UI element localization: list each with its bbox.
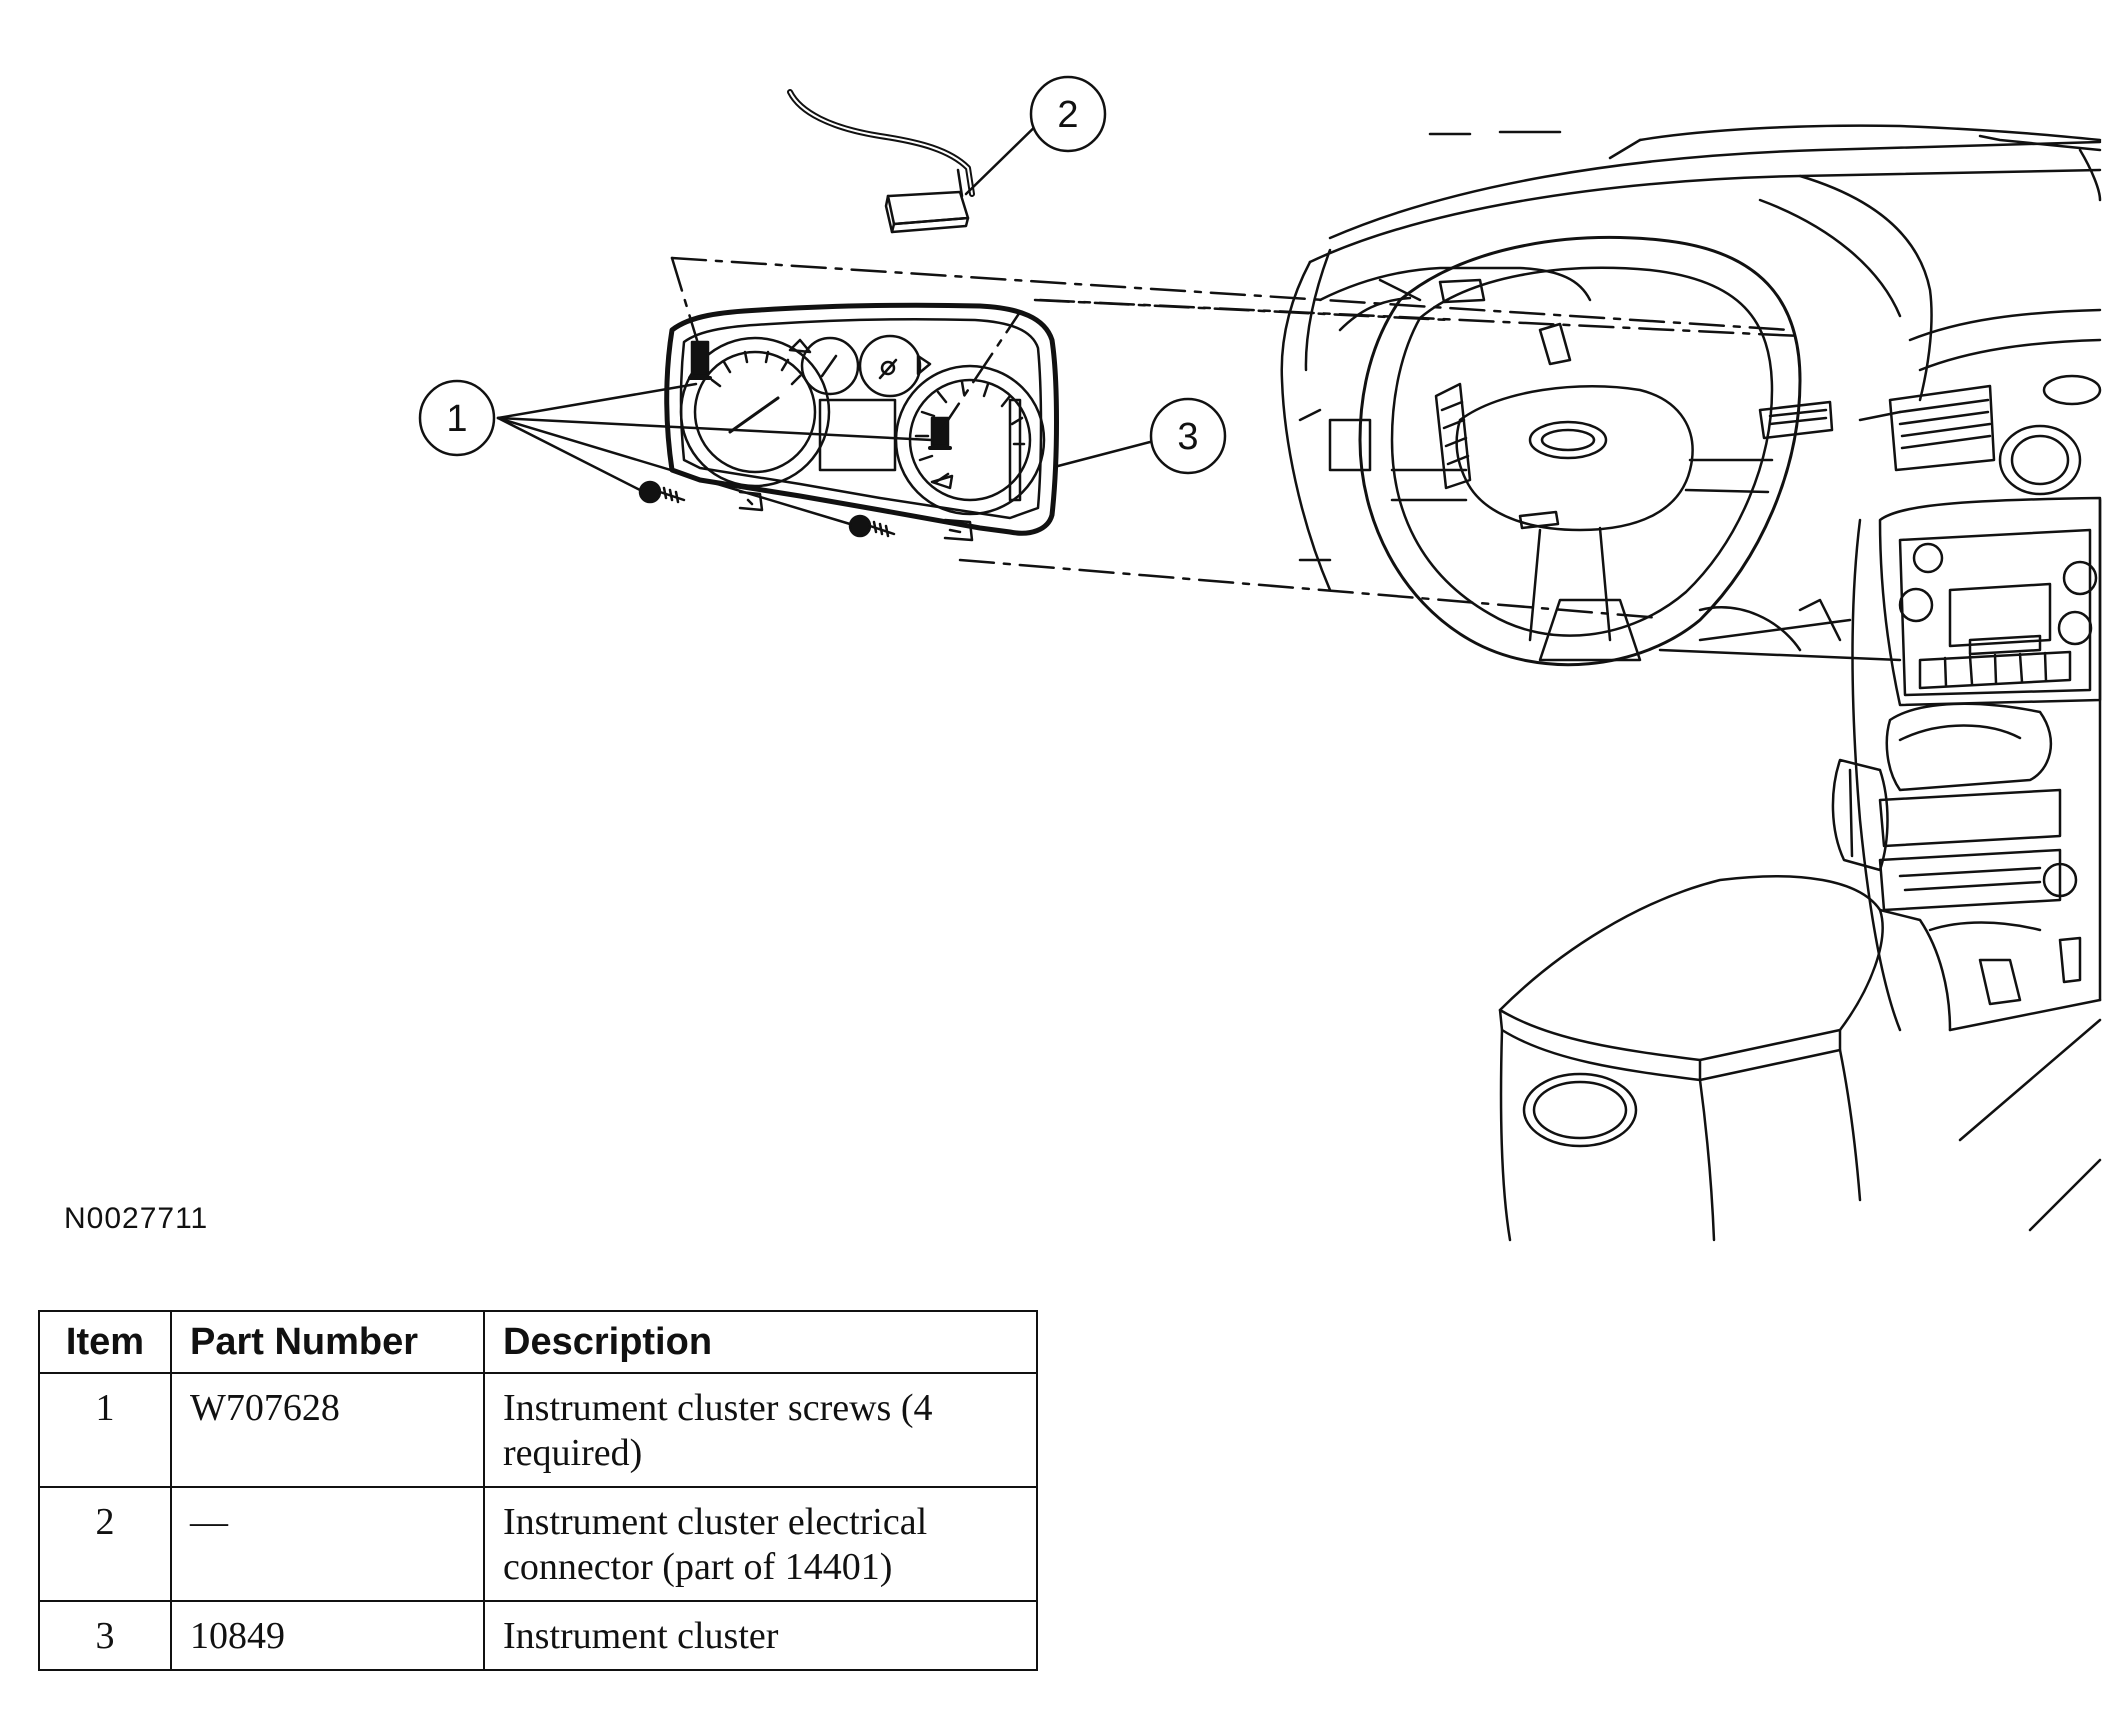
callout-3: 3 bbox=[1149, 397, 1227, 475]
callout-3-number: 3 bbox=[1177, 416, 1198, 458]
alignment-lines bbox=[670, 256, 1802, 620]
row-3-item: 3 bbox=[38, 1600, 172, 1671]
callout-2-number: 2 bbox=[1057, 94, 1078, 136]
table-row: 3 10849 Instrument cluster bbox=[38, 1600, 1038, 1671]
row-1-item: 1 bbox=[38, 1372, 172, 1488]
table-row: 1 W707628 Instrument cluster screws (4 r… bbox=[38, 1372, 1038, 1488]
callout-2: 2 bbox=[1029, 75, 1107, 153]
table-header-row: Item Part Number Description bbox=[38, 1310, 1038, 1374]
callout-1: 1 bbox=[418, 379, 496, 457]
parts-table: Item Part Number Description 1 W707628 I… bbox=[38, 1310, 1038, 1671]
figure-id: N0027711 bbox=[64, 1202, 209, 1235]
header-description: Description bbox=[483, 1310, 1038, 1374]
row-2-part-number: — bbox=[170, 1486, 485, 1602]
callout-1-number: 1 bbox=[446, 398, 467, 440]
exploded-view-diagram: 1 2 3 bbox=[418, 75, 2102, 1242]
table-row: 2 — Instrument cluster electrical connec… bbox=[38, 1486, 1038, 1602]
instrument-cluster bbox=[664, 302, 1059, 542]
header-part-number: Part Number bbox=[170, 1310, 485, 1374]
electrical-connector bbox=[787, 89, 975, 234]
row-2-description: Instrument cluster electrical connector … bbox=[483, 1486, 1038, 1602]
row-3-part-number: 10849 bbox=[170, 1600, 485, 1671]
row-1-description: Instrument cluster screws (4 required) bbox=[483, 1372, 1038, 1488]
dashboard-illustration bbox=[1280, 124, 2102, 1242]
header-item: Item bbox=[38, 1310, 172, 1374]
row-2-item: 2 bbox=[38, 1486, 172, 1602]
row-1-part-number: W707628 bbox=[170, 1372, 485, 1488]
leader-lines bbox=[496, 112, 1152, 526]
row-3-description: Instrument cluster bbox=[483, 1600, 1038, 1671]
